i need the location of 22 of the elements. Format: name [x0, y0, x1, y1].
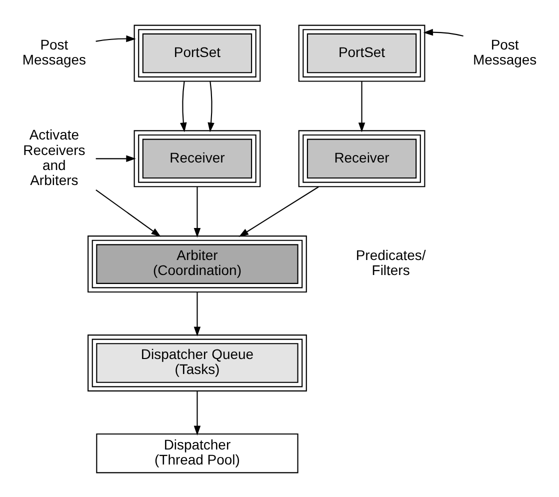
node-box: Dispatcher (Thread Pool) — [96, 432, 298, 473]
arrow — [96, 34, 136, 42]
node-box: PortSet — [298, 24, 426, 82]
node-box: Arbiter (Coordination) — [88, 235, 307, 292]
arrow — [423, 28, 464, 36]
arrow — [194, 390, 201, 435]
node-text: Post Messages — [22, 36, 86, 67]
node-box: Receiver — [134, 130, 261, 187]
label: Predicates/ Filters — [356, 246, 426, 278]
arrow — [96, 154, 136, 162]
node-box: Receiver — [298, 130, 426, 187]
node-box: PortSet — [134, 24, 261, 82]
arrow — [208, 80, 214, 132]
node-text: Post Messages — [472, 36, 537, 67]
arrow — [238, 186, 319, 236]
arrow — [194, 186, 201, 238]
arrow — [358, 80, 366, 132]
arrow — [96, 188, 161, 236]
node-box: Dispatcher Queue (Tasks) — [88, 334, 307, 391]
arrow — [194, 292, 201, 336]
arrow — [180, 80, 187, 132]
node-text: Activate Receivers and Arbiters — [23, 126, 86, 188]
